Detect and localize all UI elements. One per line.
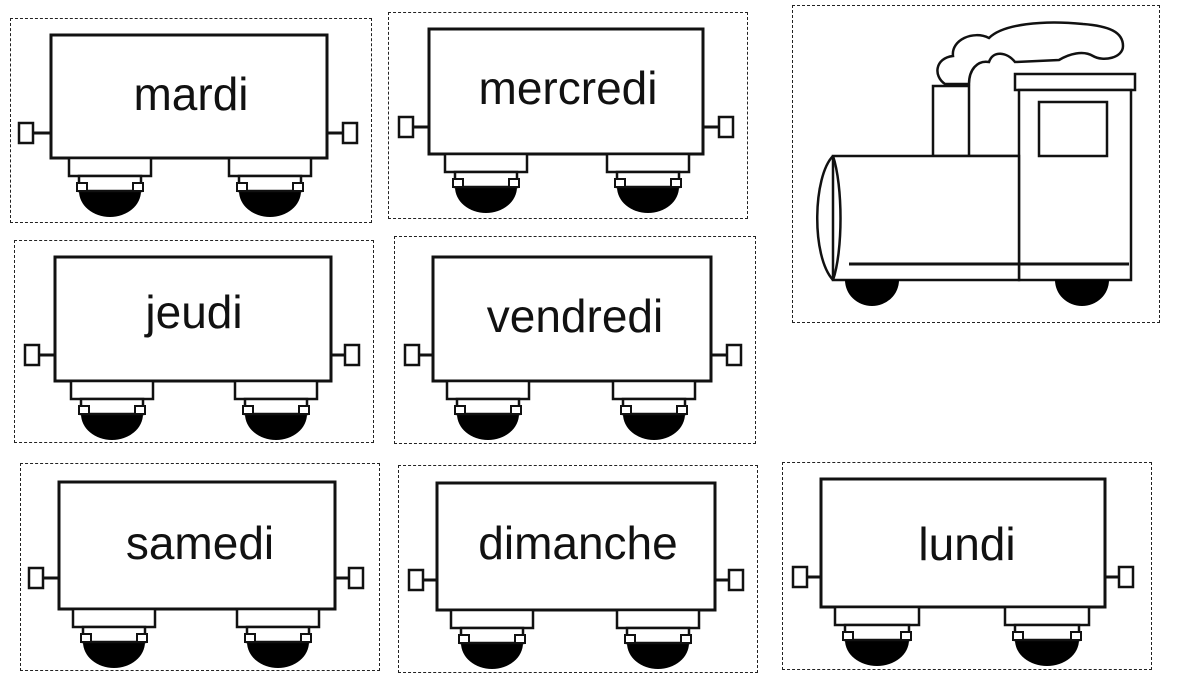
wagon-icon <box>27 480 365 668</box>
wagon-icon <box>403 255 743 440</box>
wagon-card-jeudi[interactable]: jeudi <box>14 240 374 443</box>
wagon-icon <box>407 481 745 669</box>
wagon-icon <box>17 33 359 217</box>
wagon-label: samedi <box>125 517 275 569</box>
wagon-card-mardi[interactable]: mardi <box>10 18 372 223</box>
wagon-icon <box>397 27 735 213</box>
wagon-icon <box>791 477 1135 666</box>
wagon-card-dimanche[interactable]: dimanche <box>398 465 758 673</box>
wagon-card-mercredi[interactable]: mercredi <box>388 12 748 219</box>
wagon-card-samedi[interactable]: samedi <box>20 463 380 671</box>
wagon-label: lundi <box>918 518 1016 570</box>
locomotive-icon <box>816 21 1137 306</box>
wagon-label: mercredi <box>478 62 658 114</box>
wagon-label: jeudi <box>145 286 243 338</box>
wagon-label: vendredi <box>486 290 664 342</box>
wagon-icon <box>23 255 361 440</box>
wagon-label: mardi <box>133 68 249 120</box>
locomotive-card[interactable] <box>792 5 1160 323</box>
wagon-label: dimanche <box>478 517 678 569</box>
wagon-card-lundi[interactable]: lundi <box>782 462 1152 670</box>
wagon-card-vendredi[interactable]: vendredi <box>394 236 756 444</box>
